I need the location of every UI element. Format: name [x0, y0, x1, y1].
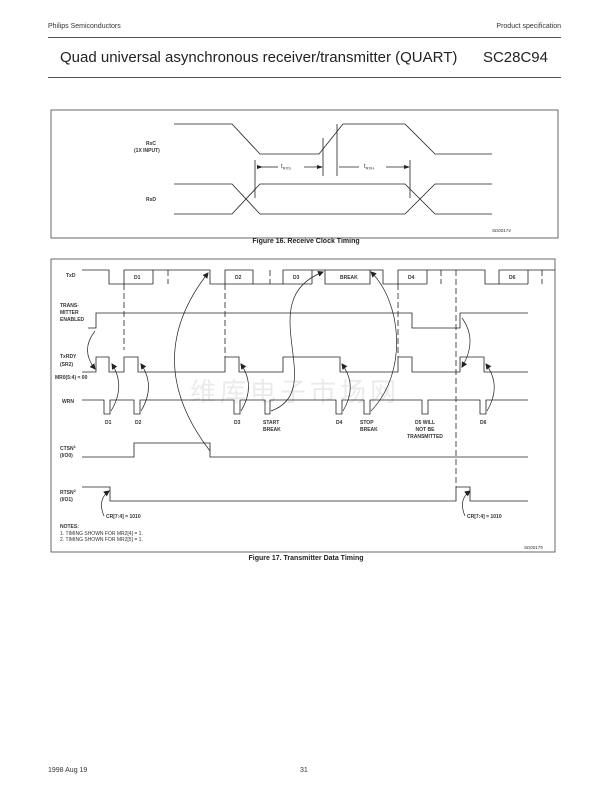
rxd-waveform-low: [174, 183, 492, 215]
rtsn-label: RTSN2: [60, 488, 77, 496]
arrow-wrn-d4: [341, 363, 351, 412]
wrn-start-break-1: START: [263, 420, 279, 426]
txd-d3: D3: [293, 275, 300, 281]
arrow-start-break: [270, 270, 324, 412]
wrn-d5-2: NOT BE: [416, 427, 436, 433]
note-2: 2. TIMING SHOWN FOR MR2[5] = 1.: [60, 537, 143, 543]
page-number: 31: [300, 767, 308, 774]
arrow-enable-to-txrdy: [87, 330, 96, 370]
part-number: SC28C94: [482, 49, 548, 66]
rxc-sub-label: (1X INPUT): [134, 148, 160, 154]
arrow-ctsn-to-txd: [174, 272, 211, 452]
trxs-label: tRXS: [281, 164, 291, 171]
figure17-frame: [50, 258, 556, 553]
watermark: 维库电子市场网: [190, 378, 401, 408]
cr-label-2: CR[7:4] = 1010: [467, 514, 502, 520]
arrow-enable-to-txrdy-2: [461, 317, 471, 368]
wrn-d2: D2: [135, 420, 142, 426]
doc-type: Product specification: [496, 23, 561, 30]
txrdy-label: TxRDY: [60, 354, 77, 360]
wrn-stop-break-1: STOP: [360, 420, 374, 426]
txd-d2: D2: [235, 275, 242, 281]
txd-break: BREAK: [340, 275, 358, 281]
wrn-d6: D6: [480, 420, 487, 426]
txd-waveform: [82, 269, 555, 285]
txd-d1: D1: [134, 275, 141, 281]
cr-label-1: CR[7:4] = 1010: [106, 514, 141, 520]
arrow-wrn-d2: [140, 363, 149, 412]
txrdy-waveform: [82, 356, 528, 373]
rxd-label: RxD: [146, 197, 156, 203]
footer-date: 1998 Aug 19: [48, 767, 88, 774]
arrow-wrn-d6: [485, 363, 495, 412]
ctsn-waveform: [82, 442, 528, 458]
txd-d4: D4: [408, 275, 415, 281]
arrow-cr-1: [101, 490, 110, 517]
wrn-start-break-2: BREAK: [263, 427, 281, 433]
txd-label: TxD: [66, 273, 76, 279]
arrow-cr-2: [462, 490, 471, 517]
arrow-stop-break: [370, 271, 397, 412]
wrn-d4: D4: [336, 420, 343, 426]
note-1: 1. TIMING SHOWN FOR MR2[4] = 1.: [60, 531, 143, 537]
rtsn-sub-label: (I/O1): [60, 497, 73, 503]
figure16-code: SD00174: [492, 228, 511, 233]
rxc-label: RxC: [146, 141, 156, 147]
arrow-wrn-d1: [110, 363, 120, 412]
wrn-d5-1: D5 WILL: [415, 420, 435, 426]
header-rule: [48, 37, 561, 38]
company-name: Philips Semiconductors: [48, 23, 121, 30]
wrn-d3: D3: [234, 420, 241, 426]
wrn-waveform: [82, 399, 528, 415]
tx-enabled-label-3: ENABLED: [60, 317, 85, 323]
mr0-label: MR0(5:4) = 00: [55, 375, 88, 381]
ctsn-label: CTSN1: [60, 444, 77, 452]
rtsn-waveform: [82, 486, 528, 502]
tx-enabled-waveform: [88, 312, 528, 329]
wrn-label: WRN: [62, 399, 74, 405]
txd-d6: D6: [509, 275, 516, 281]
tx-enabled-label-1: TRANS-: [60, 303, 79, 309]
figure16-frame: [50, 109, 559, 239]
wrn-d1: D1: [105, 420, 112, 426]
figure17-caption: Figure 17. Transmitter Data Timing: [248, 555, 364, 562]
page-title: Quad universal asynchronous receiver/tra…: [60, 49, 458, 66]
wrn-d5-3: TRANSMITTED: [407, 434, 443, 440]
ctsn-sub-label: (I/O0): [60, 453, 73, 459]
wrn-stop-break-2: BREAK: [360, 427, 378, 433]
rxc-waveform: [174, 123, 492, 155]
figure17-code: SD00175: [524, 545, 543, 550]
arrow-wrn-d3: [240, 363, 249, 412]
txrdy-sub-label: (SR2): [60, 362, 73, 368]
notes-heading: NOTES:: [60, 524, 79, 530]
trxh-label: tRXH: [364, 164, 374, 171]
title-rule: [48, 77, 561, 78]
rxd-waveform-high: [174, 183, 492, 215]
tx-enabled-label-2: MITTER: [60, 310, 79, 316]
figure16-caption: Figure 16. Receive Clock Timing: [252, 238, 360, 245]
